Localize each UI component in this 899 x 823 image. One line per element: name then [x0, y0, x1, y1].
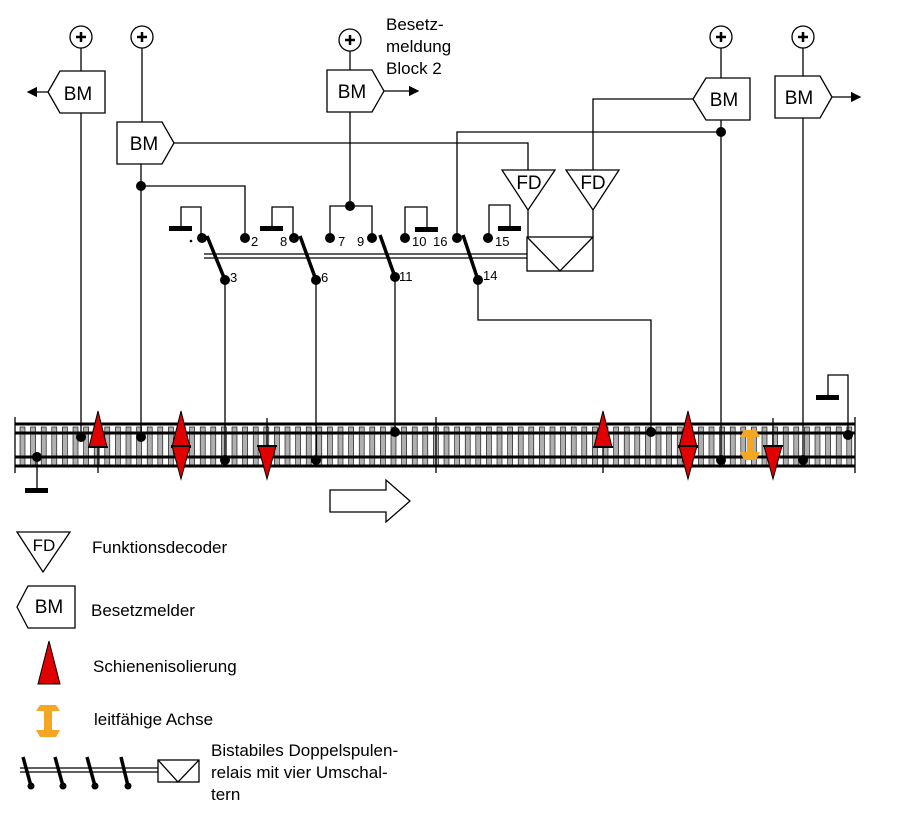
junction-dot — [400, 233, 410, 243]
insulation-mark — [171, 410, 191, 448]
occupancy-detector-4: BM — [692, 77, 751, 121]
legend-insulation-icon — [37, 640, 61, 685]
function-decoder-2: FD — [564, 169, 621, 212]
junction-dot — [452, 233, 462, 243]
svg-text:BM: BM — [785, 88, 814, 109]
svg-text:tern: tern — [211, 785, 240, 804]
wiring — [36, 48, 849, 490]
rail-insulation — [88, 410, 783, 481]
function-decoder-1: FD — [500, 169, 557, 212]
junction-dot — [220, 455, 230, 465]
junction-dot — [220, 275, 230, 285]
block-annotation: Besetz- meldung Block 2 — [386, 15, 451, 78]
junction-dot — [240, 233, 250, 243]
svg-text:15: 15 — [495, 234, 509, 249]
svg-text:2: 2 — [251, 234, 258, 249]
svg-text:relais mit vier Umschal-: relais mit vier Umschal- — [211, 763, 388, 782]
legend-axle-icon — [36, 705, 60, 737]
svg-text:11: 11 — [399, 269, 413, 284]
junction-dot — [197, 233, 207, 243]
occupancy-detector-3: BM — [326, 69, 420, 113]
svg-text:6: 6 — [321, 270, 328, 285]
conductive-axle-icon — [740, 430, 760, 460]
legend-fd-text: Funktionsdecoder — [92, 538, 227, 557]
junction-dot — [716, 455, 726, 465]
legend-bm-icon — [16, 585, 76, 629]
junction-dot — [367, 233, 377, 243]
junction-dot — [325, 233, 335, 243]
insulation-mark — [257, 445, 277, 481]
svg-text:10: 10 — [412, 234, 426, 249]
svg-text:FD: FD — [33, 536, 56, 555]
junction-dot — [390, 272, 400, 282]
legend-insulation-text: Schienenisolierung — [93, 657, 237, 676]
svg-text:16: 16 — [433, 234, 447, 249]
junction-dot — [646, 427, 656, 437]
svg-text:7: 7 — [338, 234, 345, 249]
svg-text:3: 3 — [230, 270, 237, 285]
contact-labels: 2 3 8 6 7 9 11 10 16 15 14 — [230, 234, 509, 285]
insulation-mark — [171, 445, 191, 481]
junction-dot — [289, 233, 299, 243]
junction-dot — [32, 452, 42, 462]
junction-dot — [716, 127, 726, 137]
junction-dot — [311, 275, 321, 285]
legend: FD Funktionsdecoder BM Besetzmelder Schi… — [15, 531, 398, 804]
svg-text:14: 14 — [483, 268, 497, 283]
svg-text:BM: BM — [35, 597, 64, 618]
junction-dot — [798, 455, 808, 465]
junction-dot — [473, 275, 483, 285]
direction-arrow-icon — [329, 478, 411, 524]
occupancy-detector-5: BM — [774, 75, 862, 119]
svg-text:BM: BM — [130, 134, 159, 155]
svg-text:meldung: meldung — [386, 37, 451, 56]
legend-axle-text: leitfähige Achse — [94, 710, 213, 729]
svg-text:Block 2: Block 2 — [386, 59, 442, 78]
svg-text:Bistabiles Doppelspulen-: Bistabiles Doppelspulen- — [211, 741, 398, 760]
occupancy-detector-2: BM — [116, 121, 175, 165]
junction-dot — [76, 432, 86, 442]
plus-terminal-icon — [69, 25, 815, 52]
bm-label: BM — [64, 84, 93, 105]
relay — [204, 210, 594, 272]
insulation-mark — [88, 410, 108, 448]
svg-text:BM: BM — [338, 82, 367, 103]
legend-fd-icon — [15, 531, 72, 574]
occupancy-detector-1: BM — [26, 70, 106, 114]
svg-text:8: 8 — [280, 234, 287, 249]
svg-text:9: 9 — [357, 234, 364, 249]
junction-dot — [483, 233, 493, 243]
junction-dots — [32, 127, 853, 465]
svg-text:BM: BM — [710, 90, 739, 111]
relay-contacts — [205, 234, 480, 281]
ground-icon — [25, 226, 839, 493]
junction-dot — [345, 201, 355, 211]
legend-relay-icon — [20, 756, 200, 790]
junction-dot — [136, 432, 146, 442]
junction-dot — [136, 181, 146, 191]
junction-dot — [311, 455, 321, 465]
junction-dot — [843, 430, 853, 440]
junction-dot — [390, 427, 400, 437]
svg-text:FD: FD — [580, 173, 605, 194]
legend-bm-text: Besetzmelder — [91, 601, 195, 620]
svg-text:Besetz-: Besetz- — [386, 15, 444, 34]
svg-text:FD: FD — [516, 173, 541, 194]
